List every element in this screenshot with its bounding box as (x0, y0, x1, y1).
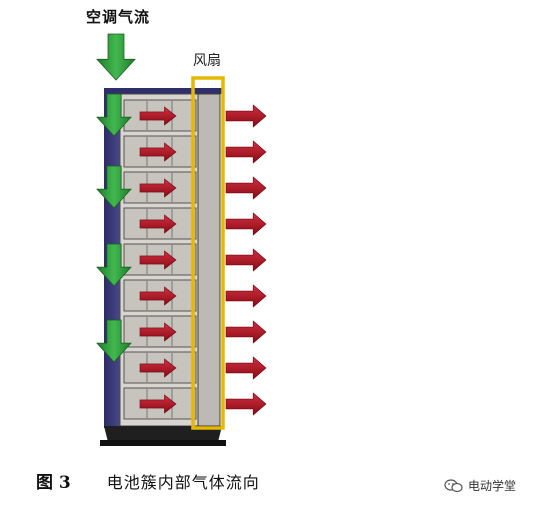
internal-arrow (139, 106, 177, 126)
inflow-arrow (96, 33, 136, 81)
wechat-icon (444, 478, 463, 492)
internal-arrow (139, 394, 177, 414)
outflow-arrow (225, 356, 267, 380)
outflow-arrow (225, 176, 267, 200)
caption-text: 电池簇内部气体流向 (106, 473, 260, 492)
figure-number: 图 3 (36, 473, 71, 493)
aircon-airflow-label: 空调气流 (86, 8, 151, 26)
fan-label: 风扇 (193, 53, 221, 69)
watermark-text: 电动学堂 (468, 479, 517, 493)
outflow-arrow (225, 104, 267, 128)
internal-arrow (139, 214, 177, 234)
fan-column (197, 93, 221, 427)
rack-top-bar (104, 88, 222, 94)
outflow-arrow (225, 284, 267, 308)
internal-arrow (139, 142, 177, 162)
inflow-arrow (96, 243, 132, 287)
outflow-arrow (225, 140, 267, 164)
internal-arrow (139, 358, 177, 378)
internal-arrow (139, 322, 177, 342)
internal-airflow-arrows (139, 106, 177, 414)
internal-arrow (139, 178, 177, 198)
rack-base (104, 426, 222, 442)
rack-foot (100, 440, 226, 446)
internal-arrow (139, 250, 177, 270)
fan-outflow-arrows (225, 104, 267, 416)
fan-highlight-box (191, 76, 225, 430)
internal-arrow (139, 286, 177, 306)
inflow-arrow (96, 165, 132, 209)
aircon-inflow-arrows (96, 33, 136, 363)
outflow-arrow (225, 248, 267, 272)
outflow-arrow (225, 212, 267, 236)
watermark: 电动学堂 (444, 477, 516, 494)
outflow-arrow (225, 320, 267, 344)
outflow-arrow (225, 392, 267, 416)
inflow-arrow (96, 93, 132, 137)
figure-caption: 图 3 电池簇内部气体流向 (36, 468, 260, 493)
inflow-arrow (96, 319, 132, 363)
